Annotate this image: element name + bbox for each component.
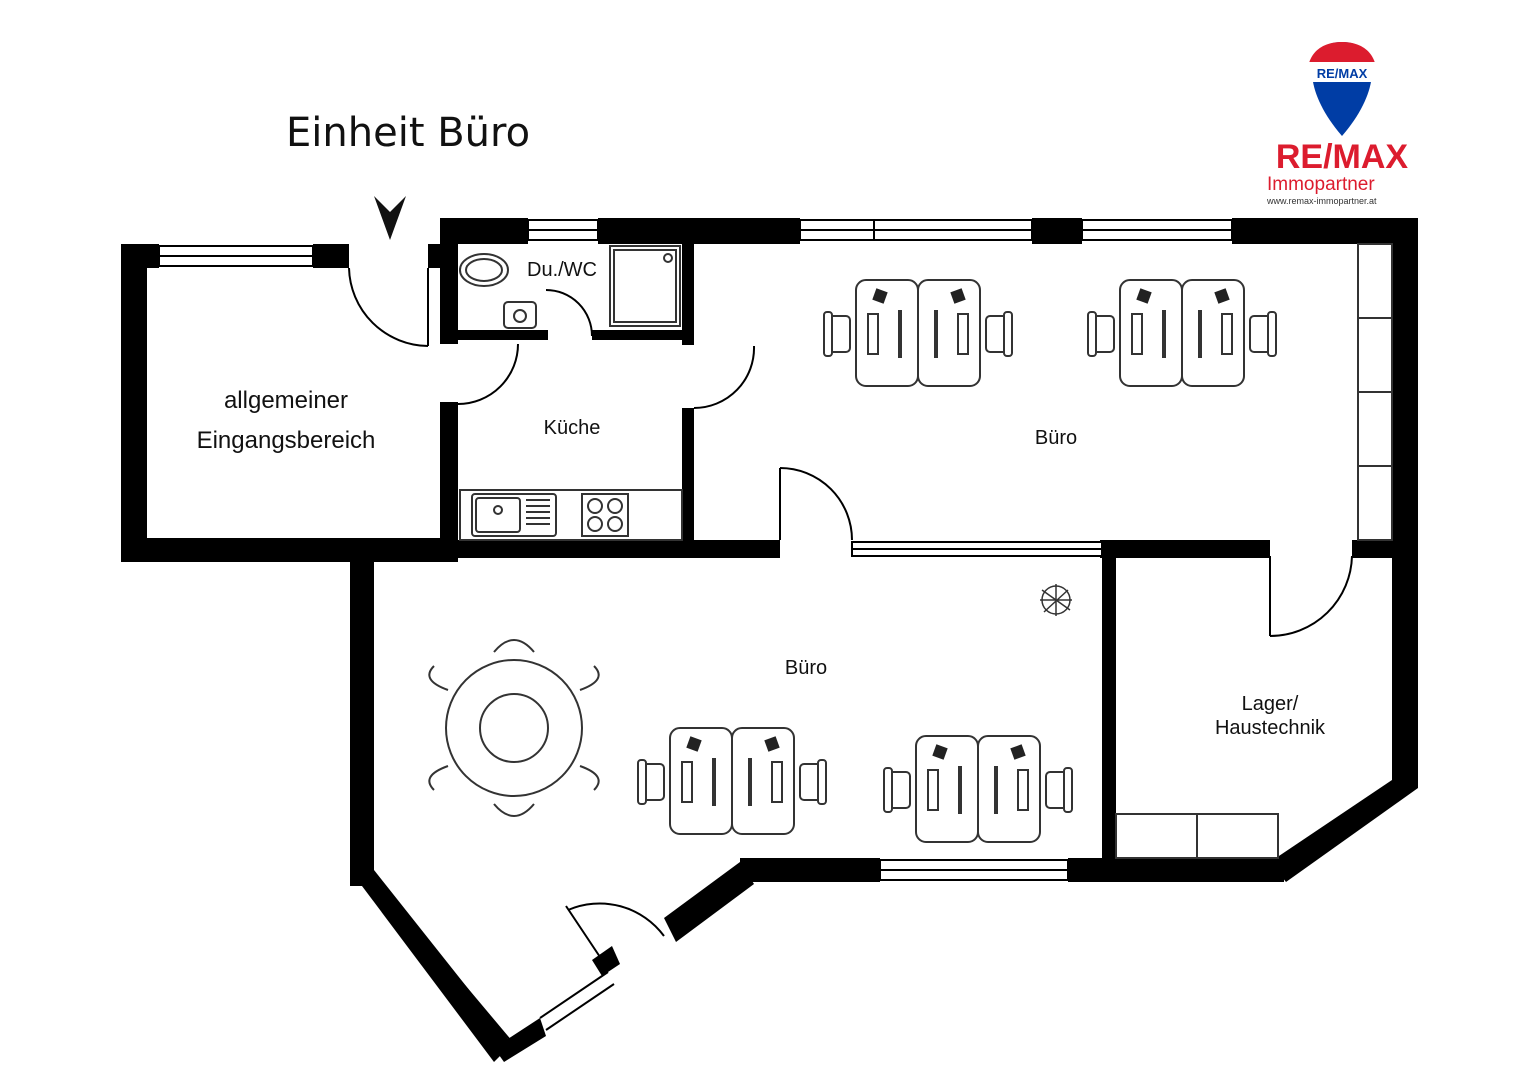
remax-logo: RE/MAX RE/MAX Immopartner www.remax-immo…: [1266, 42, 1409, 206]
meeting-table: [428, 639, 600, 817]
label-office-bottom: Büro: [785, 657, 827, 679]
plant-icon: [1040, 584, 1072, 616]
label-office-top: Büro: [1035, 427, 1077, 449]
desk-group: [636, 726, 828, 836]
desk-group: [822, 278, 1014, 388]
balloon-text: RE/MAX: [1317, 66, 1368, 81]
plan-title: Einheit Büro: [286, 110, 531, 156]
brand-text: RE/MAX: [1276, 138, 1409, 176]
doors: [348, 267, 1353, 967]
storage-cabinets: [1115, 813, 1279, 859]
label-bathroom: Du./WC: [527, 259, 597, 281]
label-entrance-1: allgemeiner: [224, 387, 348, 414]
desk-group: [1086, 278, 1278, 388]
brand-url: www.remax-immopartner.at: [1266, 196, 1377, 206]
entry-arrow-icon: [374, 196, 406, 240]
desk-group: [882, 734, 1074, 844]
windows: [158, 219, 1233, 1051]
shelving: [1357, 243, 1393, 541]
label-storage-1: Lager/: [1242, 693, 1299, 715]
label-entrance-2: Eingangsbereich: [197, 427, 376, 454]
bathroom-fixtures: [459, 245, 681, 329]
label-storage-2: Haustechnik: [1215, 717, 1326, 739]
label-kitchen: Küche: [544, 417, 601, 439]
brand-subtitle: Immopartner: [1267, 174, 1375, 195]
kitchen-counter: [459, 489, 683, 541]
